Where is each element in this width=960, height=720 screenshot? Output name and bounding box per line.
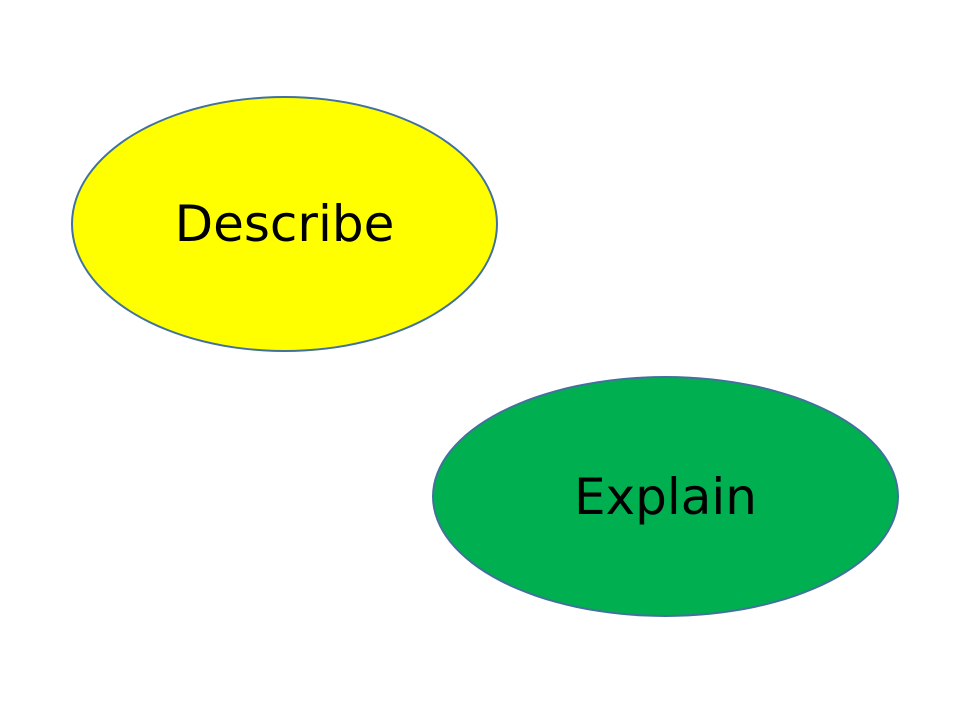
describe-label: Describe: [174, 195, 395, 253]
explain-label: Explain: [573, 467, 758, 526]
describe-oval: Describe: [71, 96, 498, 352]
explain-oval: Explain: [432, 376, 899, 617]
